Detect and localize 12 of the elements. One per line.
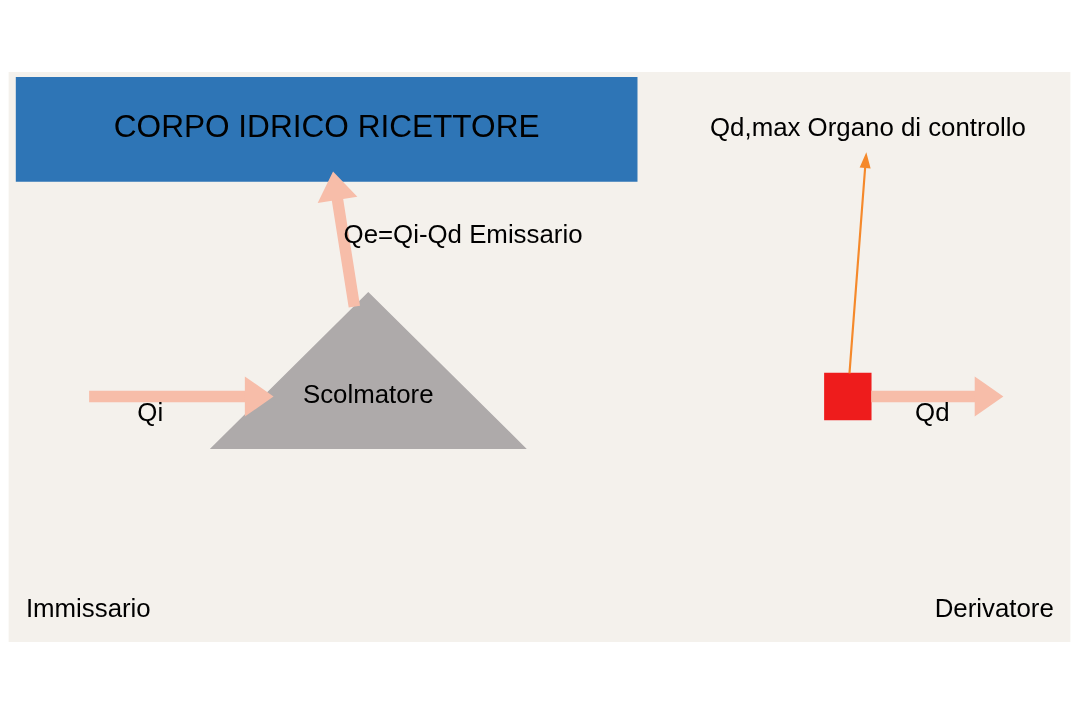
- arrow: [317, 170, 361, 308]
- edge-label: Qi: [137, 397, 164, 426]
- node-text: Qd,max Organo di controllo: [710, 112, 1026, 141]
- label: Immissario: [25, 593, 151, 622]
- arrow: [871, 375, 1004, 417]
- node-cross: [824, 372, 872, 420]
- arrow: [89, 375, 274, 417]
- arrow: [848, 151, 871, 373]
- node-box: CORPO IDRICO RICETTORE: [15, 76, 638, 182]
- label: Derivatore: [934, 593, 1054, 622]
- edge-label: Qd: [915, 397, 950, 426]
- edge-label: Qe=Qi-Qd Emissario: [343, 219, 583, 248]
